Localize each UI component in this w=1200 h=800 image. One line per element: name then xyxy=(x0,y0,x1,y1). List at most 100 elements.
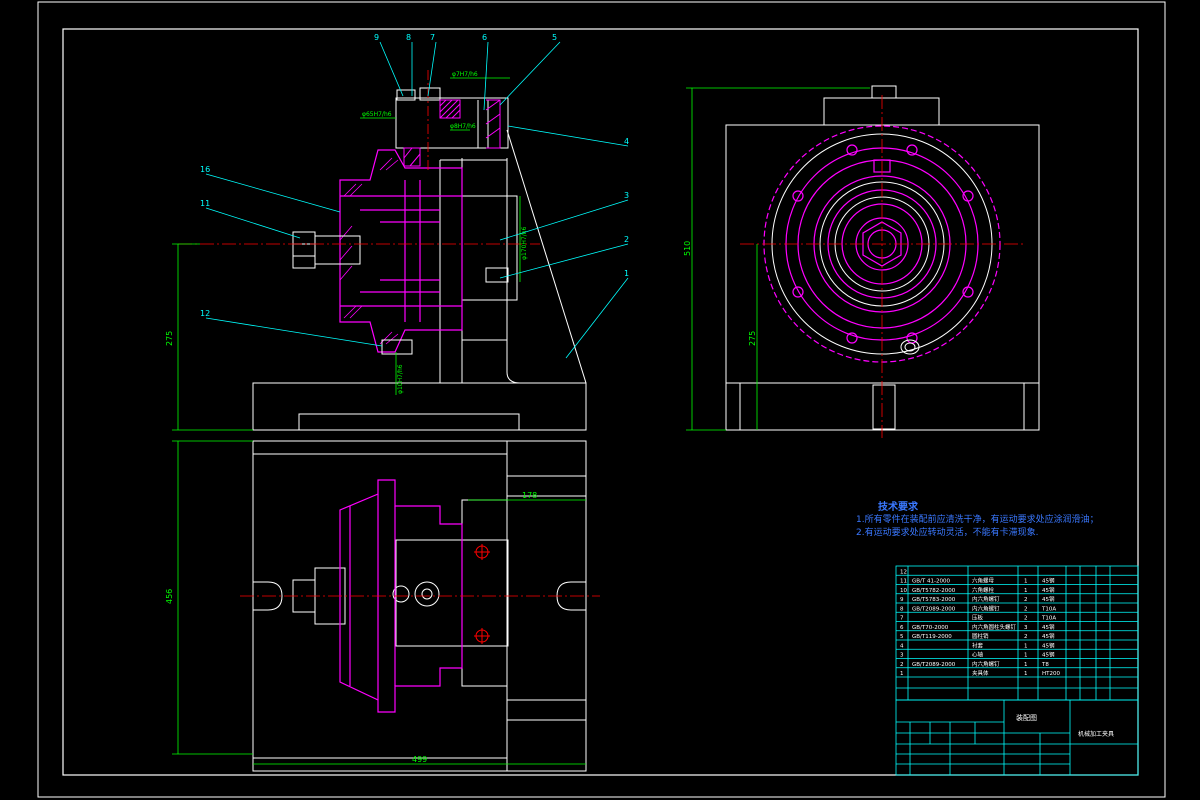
bom-cell-no: 3 xyxy=(900,653,904,659)
bom-cell-qty: 1 xyxy=(1024,662,1028,668)
bom-cell-std: GB/T5782-2000 xyxy=(912,588,956,594)
rib xyxy=(506,129,587,384)
side-body xyxy=(725,124,1040,431)
top-dimensions xyxy=(172,440,586,765)
bom-cell-mat: T10A xyxy=(1041,616,1056,622)
base-plate xyxy=(252,382,587,431)
bom-cell-no: 7 xyxy=(900,616,904,622)
bom-cell-qty: 1 xyxy=(1024,643,1028,649)
bom-cell-mat: 45钢 xyxy=(1042,641,1055,649)
bom-cell-name: 内六角螺钉 xyxy=(972,660,1000,668)
dim-front-height: 275 xyxy=(165,331,174,346)
front-dimensions xyxy=(172,77,521,431)
body-column xyxy=(461,158,586,384)
notes-title: 技术要求 xyxy=(878,502,918,513)
bom-cell-no: 4 xyxy=(900,643,904,649)
bom-cell-std: GB/T2089-2000 xyxy=(912,606,956,612)
side-top-block xyxy=(823,97,940,126)
callout-2: 2 xyxy=(624,235,629,244)
bom-cell-no: 2 xyxy=(900,662,904,668)
callout-11: 11 xyxy=(200,199,210,208)
bom-cell-no: 8 xyxy=(900,606,904,612)
bom-cell-no: 12 xyxy=(900,569,907,575)
note-line-2: 2.有运动要求处应转动灵活，不能有卡滞现象. xyxy=(856,528,1039,538)
outer-border xyxy=(37,1,1166,798)
bom-cell-no: 5 xyxy=(900,634,904,640)
drawing-title: 装配图 xyxy=(1016,713,1037,722)
bom-cell-mat: 45钢 xyxy=(1042,632,1055,640)
bom-cell-qty: 3 xyxy=(1024,625,1028,631)
bom-cell-no: 1 xyxy=(900,671,904,677)
bom-cell-mat: 45钢 xyxy=(1042,651,1055,659)
dim-top-height: 456 xyxy=(165,589,174,604)
callout-labels: 9 8 7 6 5 4 3 2 1 16 11 12 xyxy=(200,33,629,318)
bom-cell-std: GB/T70-2000 xyxy=(912,625,949,631)
bom-cell-name: 六角螺栓 xyxy=(972,586,995,594)
bom-cell-no: 11 xyxy=(900,579,907,585)
dim-side-center: 275 xyxy=(748,331,757,346)
bom-cell-name: 内六角螺钉 xyxy=(972,604,1000,612)
bom-cell-name: 压板 xyxy=(972,614,984,622)
bom-cell-no: 10 xyxy=(900,588,907,594)
bom-cell-qty: 2 xyxy=(1024,634,1028,640)
bom-cell-std: GB/T119-2000 xyxy=(912,634,952,640)
bom-cell-qty: 1 xyxy=(1024,653,1028,659)
inner-border xyxy=(62,28,1139,776)
tol-4: φ170H7/h6 xyxy=(521,226,528,260)
front-bolt xyxy=(292,231,509,355)
top-base xyxy=(252,440,587,772)
top-clamp xyxy=(395,97,509,149)
leader-lines xyxy=(205,41,629,359)
bom-table xyxy=(895,565,1139,701)
callout-3: 3 xyxy=(624,191,629,200)
dim-side-height: 510 xyxy=(683,241,692,256)
bom-cell-qty: 2 xyxy=(1024,616,1028,622)
bom-cell-qty: 1 xyxy=(1024,588,1028,594)
tol-2: φ65H7/h6 xyxy=(362,111,392,118)
bom-cell-no: 6 xyxy=(900,625,904,631)
base-slot xyxy=(298,413,520,431)
front-view-hatch xyxy=(403,99,501,167)
bom-cell-mat: T8 xyxy=(1041,662,1049,668)
bom-cell-mat: HT200 xyxy=(1042,671,1060,677)
bom-cell-mat: 45钢 xyxy=(1042,586,1055,594)
bom-cell-name: 衬套 xyxy=(972,641,984,649)
bom-cell-qty: 1 xyxy=(1024,671,1028,677)
bom-cell-mat: 45钢 xyxy=(1042,577,1055,585)
bom-cell-name: 圆柱销 xyxy=(972,632,989,640)
front-hatch-lines xyxy=(339,157,399,345)
bom-cell-std: GB/T2089-2000 xyxy=(912,662,956,668)
callout-6: 6 xyxy=(482,33,487,42)
bom-cell-name: 内六角螺钉 xyxy=(972,595,1000,603)
callout-4: 4 xyxy=(624,137,629,146)
bom-cell-qty: 2 xyxy=(1024,597,1028,603)
title-block xyxy=(895,699,1139,776)
bom-cell-no: 9 xyxy=(900,597,904,603)
bom-cell-mat: 45钢 xyxy=(1042,595,1055,603)
callout-1: 1 xyxy=(624,269,629,278)
callout-9: 9 xyxy=(374,33,379,42)
side-dimensions xyxy=(686,87,870,431)
bom-cell-std: GB/T5783-2000 xyxy=(912,597,956,603)
tol-3: φ8H7/h6 xyxy=(450,123,476,130)
bom-cell-name: 心轴 xyxy=(972,651,984,659)
dim-top-width: 178 xyxy=(522,491,537,500)
tol-5: φ10H7/h6 xyxy=(397,364,404,394)
callout-12: 12 xyxy=(200,309,210,318)
front-fixture-part xyxy=(339,149,463,353)
callout-5: 5 xyxy=(552,33,557,42)
bom-cell-name: 六角螺母 xyxy=(972,577,995,585)
bom-cell-std: GB/T 41-2000 xyxy=(912,579,950,585)
top-view xyxy=(252,440,587,772)
tol-1: φ7H7/h6 xyxy=(452,71,478,78)
dim-top-length: 499 xyxy=(412,755,427,764)
bom-cell-qty: 1 xyxy=(1024,579,1028,585)
note-line-1: 1.所有零件在装配前应清洗干净，有运动要求处应涂润滑油； xyxy=(856,515,1099,525)
bom-cell-name: 夹具体 xyxy=(972,669,989,677)
bom-cell-mat: 45钢 xyxy=(1042,623,1055,631)
callout-8: 8 xyxy=(406,33,411,42)
top-holes xyxy=(474,544,490,644)
part-name: 机械加工夹具 xyxy=(1078,730,1114,738)
callout-7: 7 xyxy=(430,33,435,42)
callout-16: 16 xyxy=(200,165,210,174)
